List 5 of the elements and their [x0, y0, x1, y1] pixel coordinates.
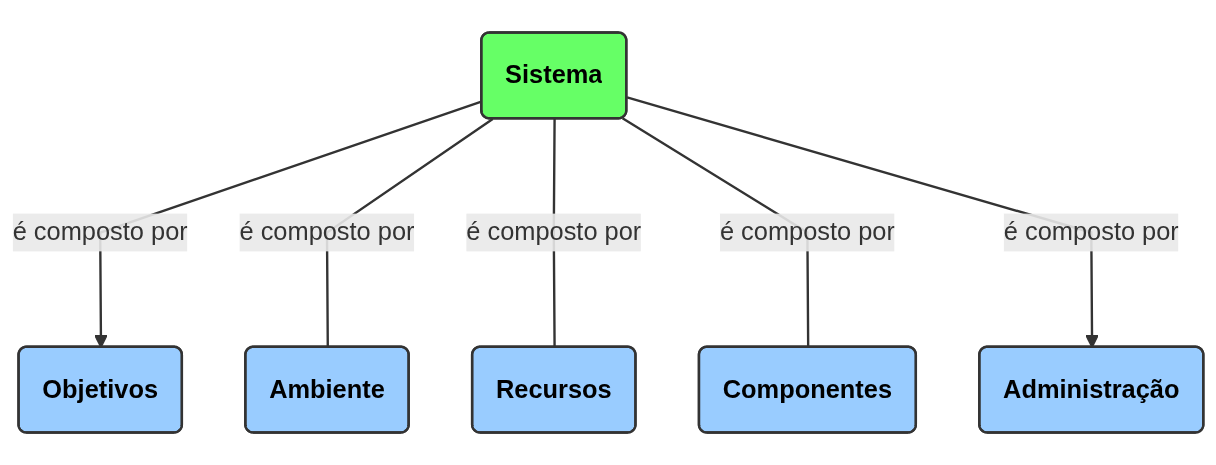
edge-label: é composto por: [719, 218, 895, 246]
edge-label: é composto por: [1003, 218, 1179, 246]
edge-label: é composto por: [12, 218, 188, 246]
edge-label: é composto por: [239, 218, 415, 246]
edge-label: é composto por: [466, 218, 642, 246]
